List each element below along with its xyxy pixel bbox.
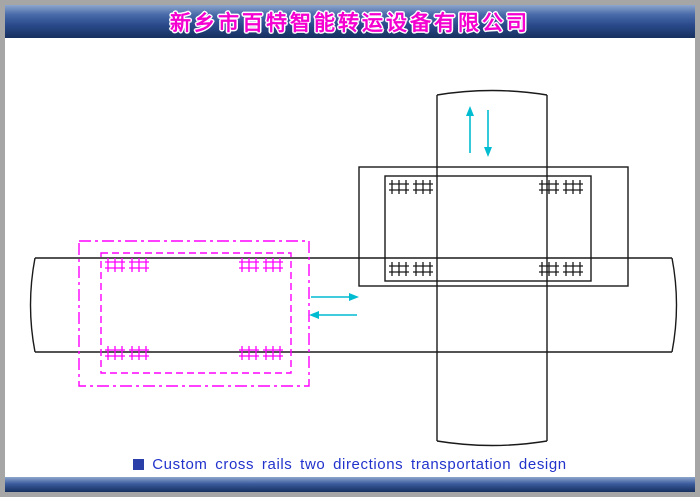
pallet-on-cross-outline [358, 166, 629, 287]
caption-row: Custom cross rails two directions transp… [5, 451, 695, 477]
clamp-symbol [104, 257, 126, 273]
caption-text: Custom cross rails two directions transp… [152, 455, 567, 473]
clamp-symbol [562, 179, 584, 195]
clamp-symbol [128, 345, 150, 361]
clamp-symbol [128, 257, 150, 273]
vertical-rail [436, 89, 548, 447]
drawing-area [5, 38, 695, 451]
pallet-phantom-outer-outline [78, 240, 310, 387]
down-arrow-icon [484, 110, 492, 157]
clamp-symbol [562, 261, 584, 277]
clamp-symbol [104, 345, 126, 361]
caption-bullet-icon [133, 458, 145, 470]
cad-diagram [29, 89, 678, 447]
clamp-symbol [262, 257, 284, 273]
clamp-symbol [238, 257, 260, 273]
header-bar: 新乡市百特智能转运设备有限公司 [5, 5, 695, 38]
up-arrow-icon [466, 106, 474, 153]
black-linework [29, 89, 678, 447]
pallet-on-cross-clamps [388, 179, 584, 277]
clamp-symbol [412, 179, 434, 195]
pallet-phantom [78, 240, 310, 387]
left-arrow-icon [309, 311, 357, 319]
clamp-symbol [388, 179, 410, 195]
clamp-symbol [262, 345, 284, 361]
clamp-symbol [538, 179, 560, 195]
right-arrow-icon [311, 293, 359, 301]
company-title: 新乡市百特智能转运设备有限公司 [170, 10, 530, 35]
clamp-symbol [412, 261, 434, 277]
clamp-symbol [238, 345, 260, 361]
footer-bar [5, 477, 695, 492]
direction-arrows [309, 106, 492, 319]
clamp-symbol [538, 261, 560, 277]
pallet-phantom-inner-outline [100, 252, 292, 374]
clamp-symbol [388, 261, 410, 277]
horizontal-rail [29, 257, 678, 353]
